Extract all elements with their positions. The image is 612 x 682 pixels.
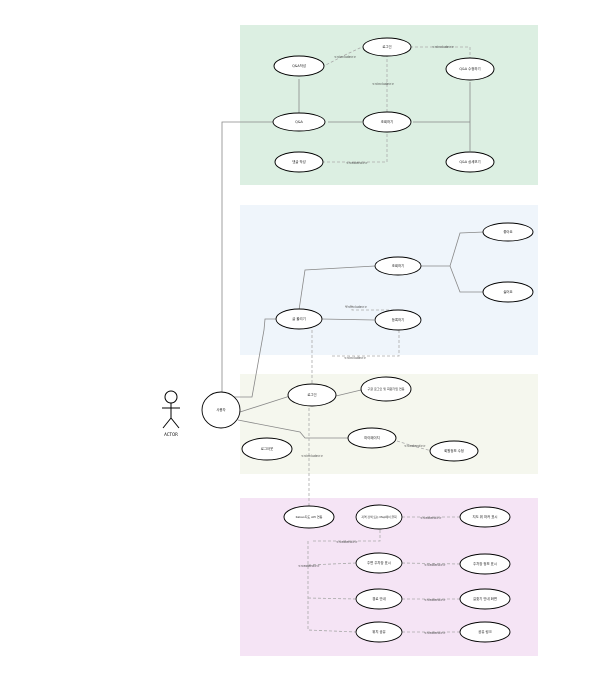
dep-qnawrite-login xyxy=(321,46,363,68)
stereotype-label: <<include>> xyxy=(344,356,367,360)
stereotype-label: <<extend>> xyxy=(346,161,368,165)
usecase-qna-view xyxy=(362,111,412,133)
assoc-user-mypage xyxy=(237,419,348,439)
usecase-label: Q&A작성 xyxy=(292,63,306,68)
usecase-label: 구글 로그인 및 회원가입 연동 xyxy=(368,386,405,391)
dep-comment-view xyxy=(322,133,388,163)
dep-mapsearch-api xyxy=(312,530,381,542)
usecase-label: 싫어요 xyxy=(503,289,512,294)
actor-label: ACTOR xyxy=(164,432,178,437)
use-cases xyxy=(201,37,534,643)
usecase-label: 댓글 작성 xyxy=(292,159,306,164)
dep-login-delete xyxy=(410,46,471,62)
stereotype-label: <<include>> xyxy=(334,55,357,59)
usecase-label: 마이페이지 xyxy=(364,435,380,440)
use-case-labels: 사용자 Q&A작성 Q&A 로그인 Q&A 수정하기 조회하기 Q&A 상세보기… xyxy=(216,44,512,634)
usecase-label: Q&A 수정하기 xyxy=(459,66,480,71)
usecase-label: 글 올리기 xyxy=(292,316,306,321)
usecase-map-search xyxy=(355,504,403,530)
usecase-qna-detail xyxy=(445,151,495,173)
usecase-label: 길찾기 안내 화면 xyxy=(473,596,497,601)
usecase-label: 경로 안내 xyxy=(372,596,386,601)
assoc-user-login xyxy=(239,395,291,413)
stereotype-label: <<include>> xyxy=(345,305,368,309)
stereotype-label: <<extend>> xyxy=(424,598,446,602)
usecase-user xyxy=(201,391,241,429)
stereotype-labels: <<include>> <<include>> <<include>> <<ex… xyxy=(298,45,455,635)
usecase-label: 주차장 정보 표시 xyxy=(473,561,497,566)
usecase-map-parking xyxy=(355,552,403,574)
usecase-label: 좋아요 xyxy=(503,229,512,234)
assoc-user-qna xyxy=(221,121,273,400)
usecase-label: 조회하기 xyxy=(381,119,393,124)
dep-map-parking xyxy=(307,541,357,633)
stereotype-label: <<extend>> xyxy=(424,563,446,567)
assoc-postwrite-register xyxy=(321,318,375,321)
dep-api-parking xyxy=(307,562,357,566)
actor-figure xyxy=(162,390,180,429)
usecase-map-share xyxy=(355,621,403,643)
dep-api-route xyxy=(307,597,357,600)
usecase-label: 주변 주차장 표시 xyxy=(367,560,391,565)
usecase-qna-write xyxy=(273,55,325,77)
usecase-logout xyxy=(241,437,293,461)
assoc-login-social xyxy=(335,389,362,397)
usecase-mypage-edit xyxy=(429,440,479,462)
usecase-label: 로그아웃 xyxy=(261,446,273,451)
usecase-qna-login xyxy=(362,37,412,57)
usecase-label: 공유 링크 xyxy=(478,629,492,634)
stereotype-label: <<extend>> xyxy=(420,516,442,520)
stereotype-label: <<extend>> xyxy=(336,540,358,544)
stereotype-label: <<include>> xyxy=(372,82,395,86)
usecase-map-share-link xyxy=(459,621,511,643)
usecase-post-view xyxy=(374,256,422,276)
usecase-label: 로그인 xyxy=(307,392,316,397)
usecase-map-parking-info xyxy=(459,553,511,575)
usecase-label: 사용자 xyxy=(216,407,226,412)
usecase-map-marker xyxy=(459,506,511,528)
usecase-label: Q&A 상세보기 xyxy=(459,159,480,164)
usecase-map-api xyxy=(283,505,335,529)
usecase-post-write xyxy=(275,308,323,330)
usecase-qna-delete xyxy=(445,57,495,81)
usecase-label: 조회하기 xyxy=(392,263,404,268)
dep-mypage-edit xyxy=(396,440,433,452)
usecase-qna xyxy=(272,112,326,132)
assoc-postwrite-postview xyxy=(298,265,376,311)
usecase-login-social xyxy=(360,376,412,402)
stereotype-label: <<include>> xyxy=(432,45,455,49)
usecase-label: 로그인 xyxy=(382,44,391,49)
usecase-qna-comment xyxy=(274,151,324,173)
dep-register-login xyxy=(330,330,400,357)
stereotype-label: <<include>> xyxy=(301,454,324,458)
usecase-label: 위치 공유 xyxy=(372,629,386,634)
usecase-map-route-info xyxy=(459,588,511,610)
usecase-post-like xyxy=(482,222,534,242)
stereotype-label: <<extend>> xyxy=(424,631,446,635)
assoc-user-post xyxy=(226,318,278,398)
dependency-lines xyxy=(307,46,471,633)
assoc-postview-like xyxy=(421,231,485,267)
usecase-label: Q&A xyxy=(295,120,303,124)
usecase-label: 지역 검색 또는 Map에서 클릭 xyxy=(361,515,397,519)
usecase-post-dislike xyxy=(482,281,534,303)
usecase-mypage xyxy=(347,427,397,449)
usecase-label: 등록하기 xyxy=(392,317,404,322)
usecase-post-register xyxy=(374,309,422,331)
association-lines xyxy=(221,79,485,439)
usecase-login xyxy=(287,383,337,407)
stereotype-label: <<extend>> xyxy=(404,444,426,448)
usecase-label: 지도 위 마커 표시 xyxy=(472,514,497,519)
assoc-postview-dislike xyxy=(449,265,484,293)
usecase-label: Kakao지도 API 연동 xyxy=(296,514,323,519)
usecase-label: 회원정보 수정 xyxy=(444,448,464,453)
stereotype-label: <<extend>> xyxy=(298,564,320,568)
usecase-map-route xyxy=(355,588,403,610)
